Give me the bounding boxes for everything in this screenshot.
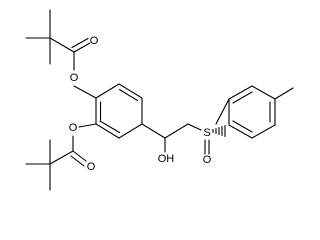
bond: [70, 155, 85, 167]
bond: [228, 124, 253, 139]
bond: [73, 42, 91, 53]
bond-layer: [25, 9, 294, 191]
bond: [232, 91, 253, 104]
bond: [118, 88, 139, 102]
bond: [49, 150, 74, 165]
bond: [232, 120, 253, 133]
bond: [95, 123, 120, 139]
bond: [274, 87, 294, 100]
atom-o-ester-bottom-carbonyl: O: [87, 161, 96, 173]
bond: [49, 37, 75, 53]
bond: [73, 85, 97, 99]
bond: [78, 123, 97, 128]
bond: [99, 120, 121, 134]
bond: [164, 123, 189, 139]
bond: [118, 83, 143, 99]
atom-sulfoxide-oxygen: O: [203, 154, 212, 166]
atom-o-ester-bottom-link: O: [69, 122, 78, 134]
bond: [228, 85, 253, 100]
bond: [118, 123, 143, 139]
atom-label-layer: O O O O OH S O: [69, 35, 212, 173]
bond: [251, 85, 276, 100]
bond: [95, 83, 120, 99]
bond: [215, 98, 230, 125]
bond: [187, 123, 202, 131]
bond: [71, 37, 89, 49]
bond: [251, 124, 276, 139]
atom-o-ester-top-carbonyl: O: [90, 35, 99, 47]
atom-hydroxyl: OH: [158, 153, 175, 165]
molecule-structure: O O O O OH S O: [25, 9, 294, 191]
atom-sulfur: S: [203, 127, 210, 139]
bond: [72, 150, 87, 162]
bond: [141, 123, 166, 139]
atom-o-ester-top-link: O: [70, 72, 79, 84]
